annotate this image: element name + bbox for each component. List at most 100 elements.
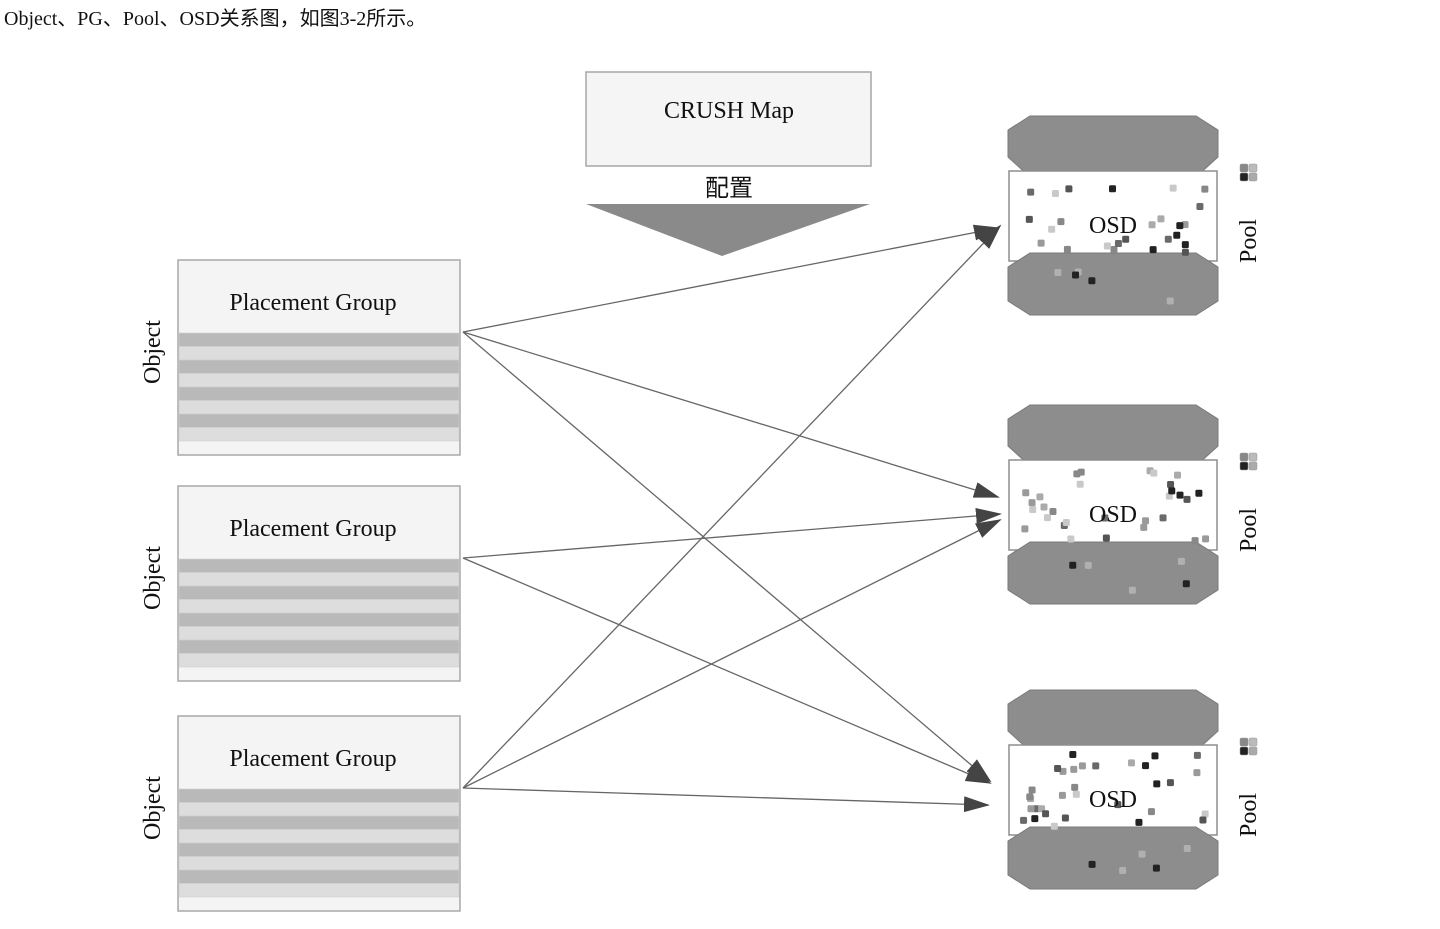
data-dot (1036, 493, 1044, 501)
data-dot (1025, 215, 1033, 223)
mapping-arrow (462, 519, 1002, 789)
data-dot (1109, 185, 1117, 193)
object-stripe (178, 386, 460, 401)
object-stripe (178, 842, 460, 857)
data-dot (1176, 222, 1184, 230)
data-dot (1183, 844, 1191, 852)
object-stripe (178, 883, 460, 898)
pool-icon-square (1239, 737, 1249, 747)
data-dot (1065, 185, 1073, 193)
pool-icon-square (1248, 737, 1258, 747)
object-stripe (178, 572, 460, 587)
data-dot (1166, 779, 1174, 787)
osd-bottom (1007, 252, 1219, 316)
mapping-arrow (462, 787, 990, 813)
data-dot (1147, 808, 1155, 816)
object-stripe (178, 612, 460, 627)
object-stripe (178, 802, 460, 817)
data-dot (1181, 248, 1189, 256)
mapping-arrow (462, 331, 992, 783)
data-dot (1166, 297, 1174, 305)
data-dot (1022, 489, 1030, 497)
data-dot (1149, 246, 1157, 254)
pool-icon (1239, 452, 1258, 471)
data-dot (1063, 245, 1071, 253)
data-dot (1114, 239, 1122, 247)
object-stripe (178, 413, 460, 428)
data-dot (1193, 769, 1201, 777)
data-dot (1078, 762, 1086, 770)
data-dot (1101, 514, 1109, 522)
object-label: Object (140, 320, 166, 384)
data-dot (1148, 221, 1156, 229)
object-stripe (178, 558, 460, 573)
object-stripe (178, 856, 460, 871)
crush-map: CRUSH Map 配置 (585, 71, 872, 256)
object-label: Object (140, 776, 166, 840)
data-dot (1174, 471, 1182, 479)
mapping-arrow (462, 224, 1000, 333)
mapping-arrow (462, 507, 1002, 559)
data-dot (1029, 505, 1037, 513)
object-stripe (178, 788, 460, 803)
object-stripe (178, 585, 460, 600)
pool-icon (1239, 737, 1258, 756)
osd-top (1007, 115, 1219, 178)
data-dot (1199, 816, 1207, 824)
data-dot (1182, 580, 1190, 588)
crush-action-label: 配置 (705, 176, 753, 202)
figure-caption: Object、PG、Pool、OSD关系图，如图3-2所示。 (4, 8, 427, 30)
data-dot (1102, 534, 1110, 542)
object-stripe (178, 653, 460, 668)
object-stripe (178, 869, 460, 884)
pool-label: Pool (1236, 508, 1262, 552)
osd-top (1007, 404, 1219, 467)
pool-icon-square (1248, 461, 1258, 471)
data-dot (1072, 271, 1080, 279)
mapping-arrow (462, 331, 1000, 498)
data-dot (1196, 203, 1204, 211)
data-dot (1084, 561, 1092, 569)
data-dot (1054, 764, 1062, 772)
data-dot (1062, 519, 1070, 527)
data-dot (1071, 783, 1079, 791)
data-dot (1110, 245, 1118, 253)
object-stripe (178, 427, 460, 442)
object-stripe (178, 626, 460, 641)
data-dot (1202, 535, 1210, 543)
crush-map-title: CRUSH Map (664, 98, 794, 124)
pool-icon-square (1248, 172, 1258, 182)
pool-icon-square (1239, 172, 1249, 182)
pool-icon (1239, 163, 1258, 182)
osd-title: OSD (1089, 213, 1137, 239)
object-stripe (178, 599, 460, 614)
data-dot (1042, 810, 1050, 818)
object-stripe (178, 815, 460, 830)
data-dot (1020, 816, 1028, 824)
object-stripe (178, 359, 460, 374)
data-dot (1088, 860, 1096, 868)
pool-icon-square (1239, 163, 1249, 173)
data-dot (1076, 480, 1084, 488)
mapping-arrow (462, 224, 1002, 789)
data-dot (1201, 810, 1209, 818)
data-dot (1069, 561, 1077, 569)
data-dot (1028, 786, 1036, 794)
data-dot (1183, 495, 1191, 503)
object-stripe (178, 400, 460, 415)
data-dot (1077, 468, 1085, 476)
data-dot (1069, 751, 1077, 759)
data-dot (1168, 487, 1176, 495)
data-dot (1164, 235, 1172, 243)
data-dot (1159, 514, 1167, 522)
data-dot (1040, 503, 1048, 511)
placement-group-title: Placement Group (229, 746, 396, 772)
object-stripe (178, 346, 460, 361)
osd-bottom (1007, 826, 1219, 890)
pool-icon-square (1239, 452, 1249, 462)
data-dot (1058, 791, 1066, 799)
